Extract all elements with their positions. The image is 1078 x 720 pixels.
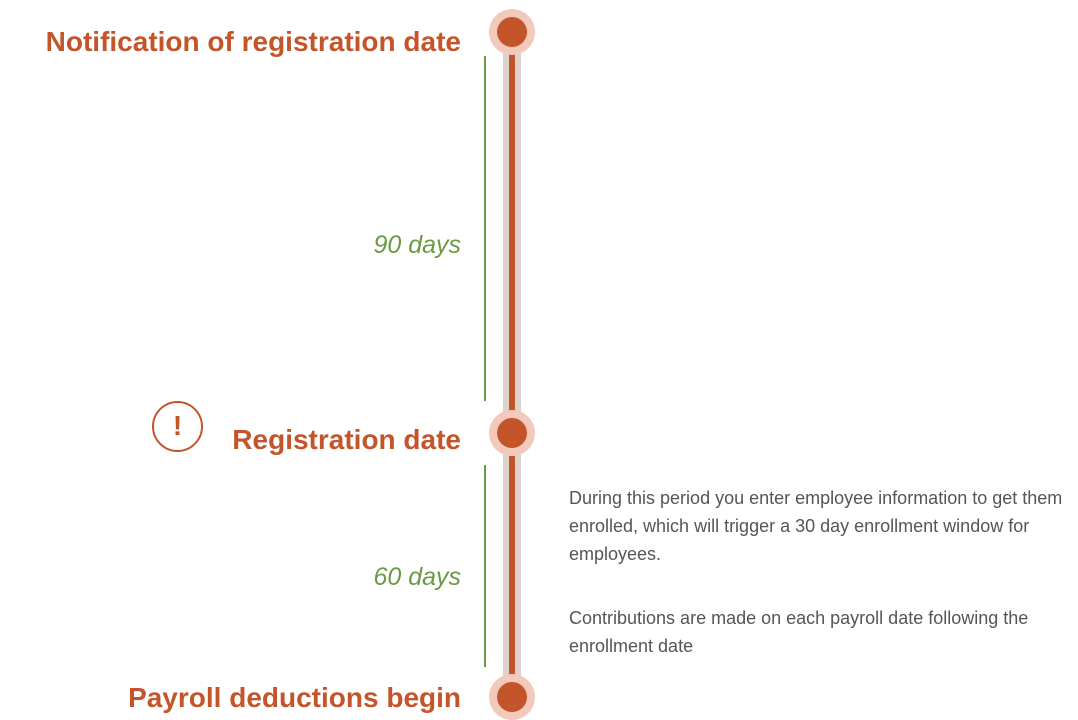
milestone-node-registration <box>497 418 527 448</box>
period-description: During this period you enter employee in… <box>569 488 1063 564</box>
period-label-90-days: 90 days <box>373 231 461 259</box>
contributions-note: Contributions are made on each payroll d… <box>569 608 1029 656</box>
period-bracket-90-days <box>484 56 486 401</box>
milestone-label-notification: Notification of registration date <box>45 26 461 57</box>
milestone-label-registration: Registration date <box>232 424 461 455</box>
period-bracket-60-days <box>484 465 486 667</box>
period-label-60-days: 60 days <box>373 563 461 591</box>
timeline-line <box>509 22 515 698</box>
milestone-node-notification <box>497 17 527 47</box>
exclamation-circle-icon <box>152 401 203 452</box>
milestone-node-payroll <box>497 682 527 712</box>
exclamation-mark: ! <box>172 410 183 441</box>
milestone-label-payroll: Payroll deductions begin <box>128 682 461 713</box>
